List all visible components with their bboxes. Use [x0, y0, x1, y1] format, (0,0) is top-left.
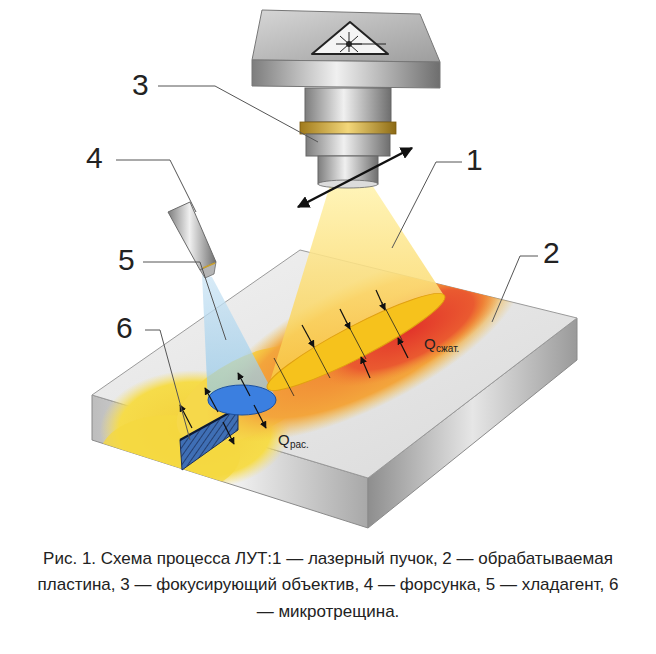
- heat-flow-symbol: Q: [278, 432, 290, 447]
- laser-beam: [260, 185, 452, 403]
- heat-flow-subscript: сжат.: [436, 344, 459, 354]
- scan-direction-arrow: [298, 148, 412, 207]
- nozzle: [168, 202, 216, 278]
- callout-number: 2: [543, 238, 560, 268]
- callout-number: 5: [118, 245, 135, 275]
- laser-symbol: [336, 32, 386, 52]
- tension-arrows: [180, 373, 266, 444]
- figure-caption: Рис. 1. Схема процесса ЛУТ:1 — лазерный …: [28, 546, 628, 625]
- callout-number: 3: [132, 70, 149, 100]
- callout-number: 6: [116, 313, 133, 343]
- microcrack: [180, 408, 238, 470]
- callout-number: 4: [86, 143, 103, 173]
- compression-arrows: [302, 290, 408, 378]
- coolant: [202, 274, 276, 415]
- laser-head: [252, 10, 440, 188]
- leader-lines: [116, 86, 538, 440]
- stress-lines: [274, 302, 402, 396]
- callout-number: 1: [466, 145, 483, 175]
- heat-flow-subscript: рас.: [290, 440, 309, 450]
- heat-flow-symbol: Q: [424, 336, 436, 351]
